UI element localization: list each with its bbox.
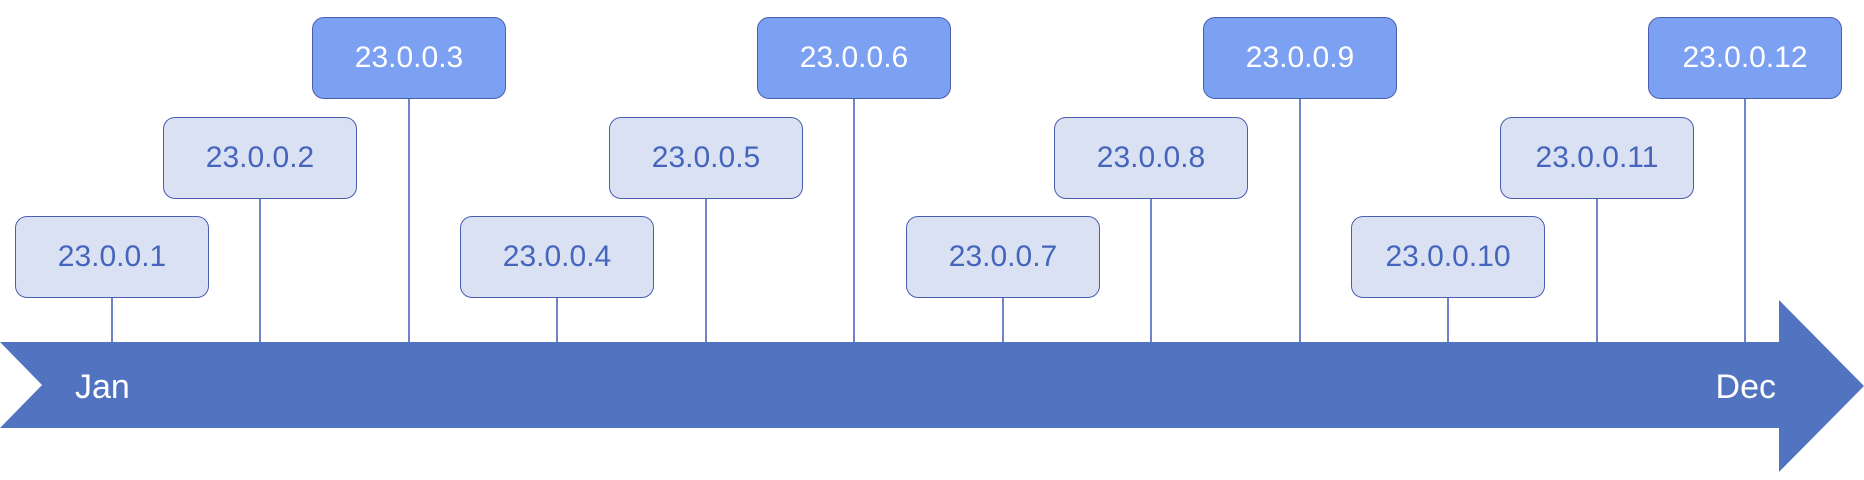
connector-lines: [111, 99, 1746, 342]
release-box-10: 23.0.0.10: [1351, 216, 1545, 298]
timeline-arrow: [0, 300, 1864, 472]
release-box-7: 23.0.0.7: [906, 216, 1100, 298]
release-box-3: 23.0.0.3: [312, 17, 506, 99]
release-box-6: 23.0.0.6: [757, 17, 951, 99]
release-box-8: 23.0.0.8: [1054, 117, 1248, 199]
release-box-11: 23.0.0.11: [1500, 117, 1694, 199]
release-box-9: 23.0.0.9: [1203, 17, 1397, 99]
end-month-label: Dec: [1716, 368, 1776, 406]
release-box-1: 23.0.0.1: [15, 216, 209, 298]
release-box-2: 23.0.0.2: [163, 117, 357, 199]
release-box-12: 23.0.0.12: [1648, 17, 1842, 99]
release-box-4: 23.0.0.4: [460, 216, 654, 298]
release-box-5: 23.0.0.5: [609, 117, 803, 199]
start-month-label: Jan: [75, 368, 130, 406]
